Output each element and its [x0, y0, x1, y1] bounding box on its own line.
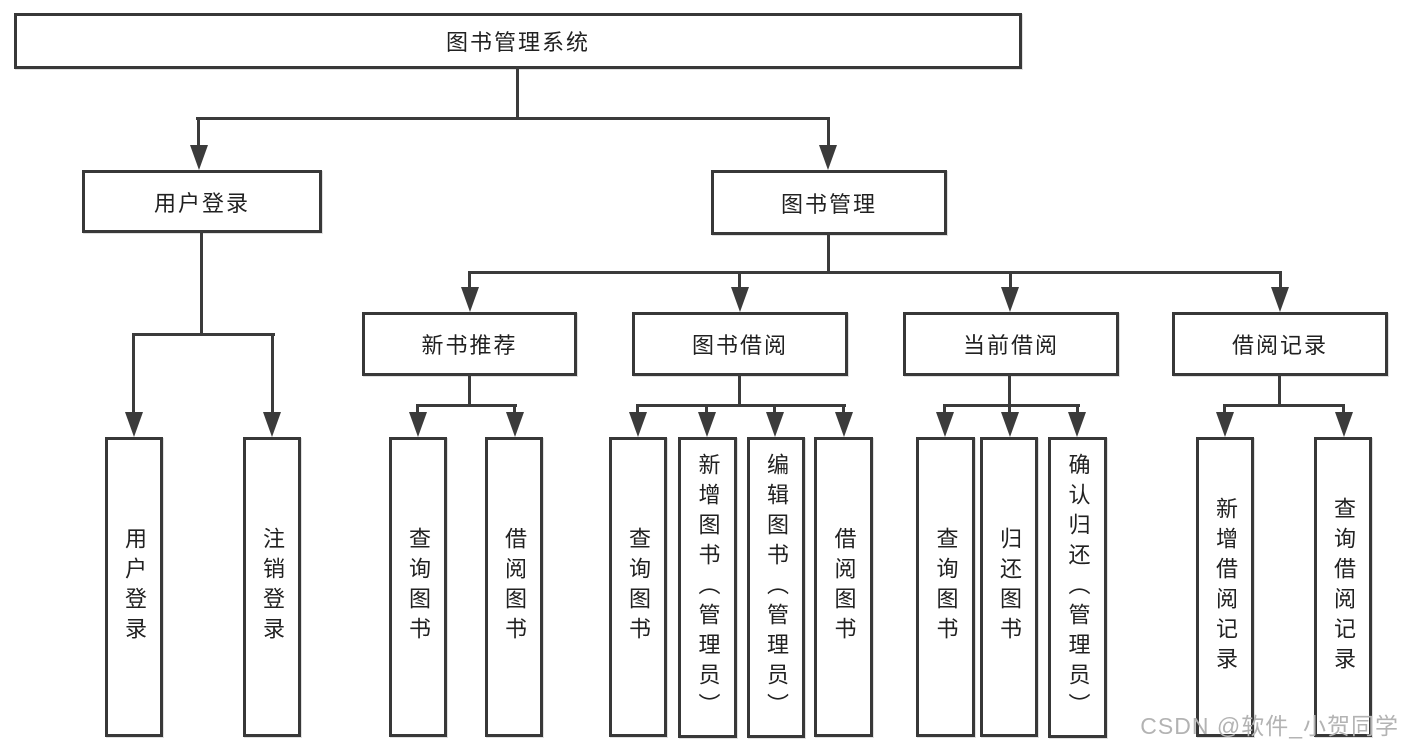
connector-borrow-drop-4 [842, 405, 845, 417]
connector-borrow-drop-3 [773, 405, 776, 417]
connector-login-rail [132, 333, 275, 336]
connector-current-rail [943, 404, 1080, 407]
node-borrow-records: 借阅记录 [1172, 312, 1388, 376]
connector-records-drop-1 [1223, 405, 1226, 417]
connector-rec-drop-2 [513, 405, 516, 417]
node-book-mgmt: 图书管理 [711, 170, 947, 235]
leaf-query-borrow-record-label: 查询借阅记录 [1331, 497, 1356, 677]
connector-mgmt-drop-records [1279, 272, 1282, 290]
arrowhead-down-icon [819, 145, 837, 170]
connector-borrow-drop-1 [636, 405, 639, 417]
connector-borrow-stem [738, 374, 741, 407]
leaf-rec-borrow-book: 借阅图书 [485, 437, 543, 737]
node-root-label: 图书管理系统 [445, 30, 590, 55]
connector-records-drop-2 [1342, 405, 1345, 417]
leaf-query-borrow-record: 查询借阅记录 [1314, 437, 1372, 737]
node-user-login: 用户登录 [82, 170, 322, 233]
leaf-add-book-admin: 新增图书（管理员） [678, 437, 737, 738]
leaf-add-borrow-record-label: 新增借阅记录 [1213, 497, 1238, 677]
leaf-logout-label: 注销登录 [260, 527, 285, 647]
leaf-current-query-book-label: 查询图书 [933, 527, 959, 647]
connector-mgmt-drop-borrow [738, 272, 741, 290]
node-root: 图书管理系统 [14, 13, 1022, 69]
node-borrow-records-label: 借阅记录 [1231, 333, 1328, 358]
connector-records-stem [1278, 374, 1281, 407]
arrowhead-down-icon [263, 412, 281, 437]
connector-current-stem [1008, 374, 1011, 407]
leaf-borrow-query-book: 查询图书 [609, 437, 667, 737]
leaf-rec-query-book-label: 查询图书 [406, 527, 431, 647]
connector-rec-rail [416, 404, 517, 407]
arrowhead-down-icon [125, 412, 143, 437]
connector-rec-drop-1 [416, 405, 419, 417]
arrowhead-down-icon [1001, 412, 1019, 437]
connector-current-drop-3 [1076, 405, 1079, 417]
arrowhead-down-icon [506, 412, 524, 437]
node-current-borrow: 当前借阅 [903, 312, 1119, 376]
connector-root-to-mgmt [827, 118, 830, 152]
arrowhead-down-icon [461, 287, 479, 312]
leaf-return-book-label: 归还图书 [997, 527, 1022, 647]
connector-rec-stem [468, 374, 471, 407]
arrowhead-down-icon [1001, 287, 1019, 312]
connector-root-stem [516, 66, 519, 120]
connector-root-rail [196, 117, 830, 120]
arrowhead-down-icon [1335, 412, 1353, 437]
node-book-borrow: 图书借阅 [632, 312, 848, 376]
leaf-confirm-return-admin-label: 确认归还（管理员） [1065, 452, 1091, 723]
leaf-user-login: 用户登录 [105, 437, 163, 737]
connector-borrow-drop-2 [705, 405, 708, 417]
leaf-borrow-query-book-label: 查询图书 [626, 527, 651, 647]
leaf-user-login-label: 用户登录 [122, 527, 147, 647]
node-new-book-rec: 新书推荐 [362, 312, 577, 376]
arrowhead-down-icon [731, 287, 749, 312]
leaf-rec-query-book: 查询图书 [389, 437, 447, 737]
leaf-return-book: 归还图书 [980, 437, 1038, 737]
arrowhead-down-icon [835, 412, 853, 437]
leaf-add-borrow-record: 新增借阅记录 [1196, 437, 1254, 737]
leaf-borrow-book-label: 借阅图书 [831, 527, 857, 647]
node-new-book-rec-label: 新书推荐 [421, 333, 518, 358]
arrowhead-down-icon [190, 145, 208, 170]
connector-current-drop-1 [943, 405, 946, 417]
arrowhead-down-icon [1216, 412, 1234, 437]
arrowhead-down-icon [1271, 287, 1289, 312]
connector-mgmt-rail [468, 271, 1282, 274]
connector-login-drop-2 [271, 334, 274, 416]
connector-records-rail [1223, 404, 1345, 407]
arrowhead-down-icon [629, 412, 647, 437]
leaf-rec-borrow-book-label: 借阅图书 [502, 527, 527, 647]
connector-current-drop-2 [1008, 405, 1011, 417]
leaf-confirm-return-admin: 确认归还（管理员） [1048, 437, 1107, 738]
leaf-current-query-book: 查询图书 [916, 437, 975, 737]
arrowhead-down-icon [766, 412, 784, 437]
leaf-logout: 注销登录 [243, 437, 301, 737]
connector-borrow-rail [636, 404, 846, 407]
connector-mgmt-stem [827, 233, 830, 274]
leaf-edit-book-admin-label: 编辑图书（管理员） [764, 452, 789, 723]
node-book-borrow-label: 图书借阅 [691, 333, 788, 358]
csdn-watermark: CSDN @软件_小贺同学 [1140, 713, 1399, 739]
leaf-borrow-book: 借阅图书 [814, 437, 873, 737]
leaf-add-book-admin-label: 新增图书（管理员） [695, 452, 721, 723]
arrowhead-down-icon [1068, 412, 1086, 437]
connector-login-stem [200, 231, 203, 336]
node-book-mgmt-label: 图书管理 [780, 191, 877, 217]
node-user-login-label: 用户登录 [153, 190, 250, 216]
connector-mgmt-drop-current [1009, 272, 1012, 290]
leaf-edit-book-admin: 编辑图书（管理员） [747, 437, 805, 738]
arrowhead-down-icon [409, 412, 427, 437]
arrowhead-down-icon [698, 412, 716, 437]
connector-mgmt-drop-rec [468, 272, 471, 290]
connector-login-drop-1 [132, 334, 135, 416]
arrowhead-down-icon [936, 412, 954, 437]
connector-root-to-login [197, 118, 200, 152]
node-current-borrow-label: 当前借阅 [962, 333, 1059, 358]
